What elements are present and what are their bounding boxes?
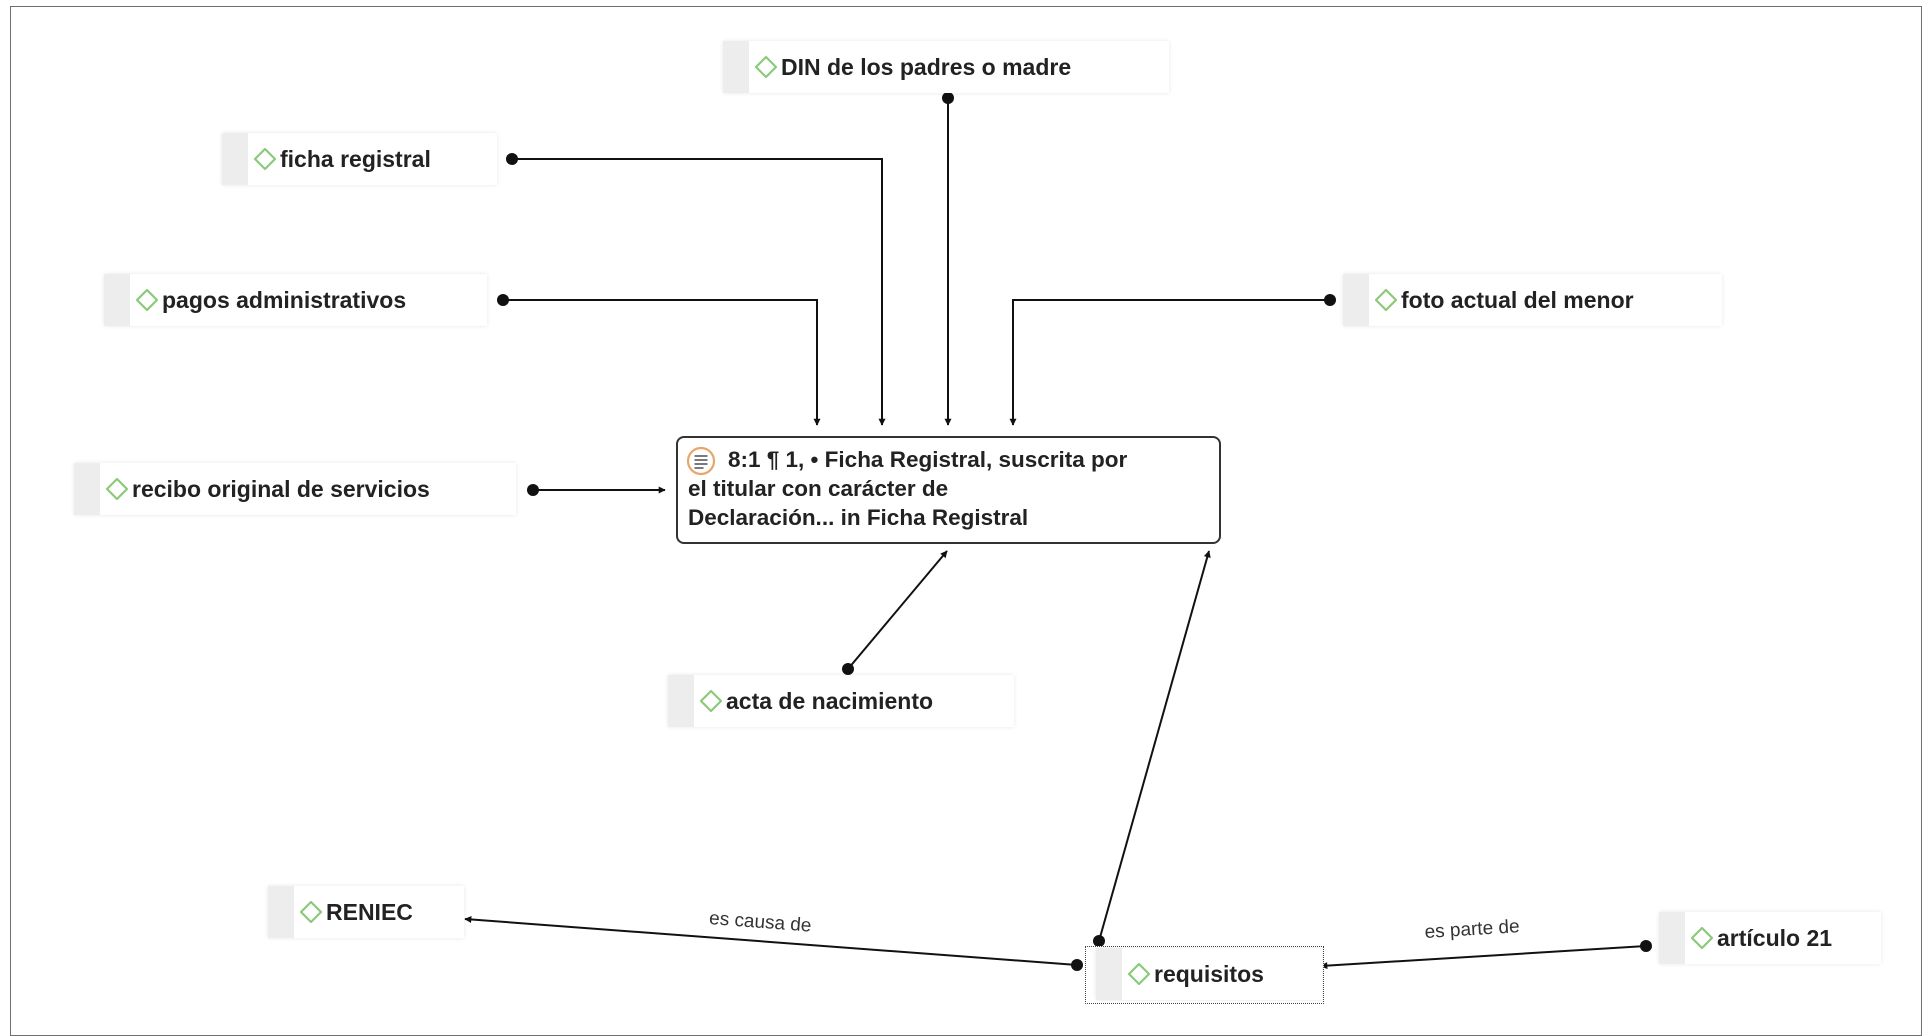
code-node-requisitos[interactable]: requisitos: [1096, 948, 1322, 1000]
diamond-icon: [135, 288, 159, 312]
diamond-icon: [754, 55, 778, 79]
code-node-recibo-original[interactable]: recibo original de servicios: [74, 463, 516, 515]
link-requisitos-quotation: [1098, 550, 1211, 942]
node-handle: [723, 41, 749, 93]
node-handle: [1343, 274, 1369, 326]
link-requisitos-reniec: [464, 915, 1078, 966]
node-handle: [1659, 912, 1685, 964]
diamond-icon: [1374, 288, 1398, 312]
code-node-ficha-registral[interactable]: ficha registral: [222, 133, 497, 185]
node-handle: [268, 886, 294, 938]
link-dot: [1324, 294, 1336, 306]
node-label: artículo 21: [1717, 924, 1833, 951]
link-dot: [497, 294, 509, 306]
diamond-icon: [699, 689, 723, 713]
code-node-pagos-administrativos[interactable]: pagos administrativos: [104, 274, 487, 326]
code-node-reniec[interactable]: RENIEC: [268, 886, 464, 938]
code-node-articulo-21[interactable]: artículo 21: [1659, 912, 1881, 964]
quotation-icon: [686, 446, 716, 476]
node-label: acta de nacimiento: [726, 687, 934, 714]
quotation-line-3: Declaración... in Ficha Registral: [688, 505, 1029, 530]
link-dot: [506, 153, 518, 165]
link-dot: [842, 663, 854, 675]
node-label: recibo original de servicios: [132, 475, 430, 502]
link-dot: [1071, 959, 1083, 971]
node-label: RENIEC: [326, 898, 413, 925]
diamond-icon: [253, 147, 277, 171]
quotation-line-2: el titular con carácter de: [688, 476, 949, 501]
node-handle: [222, 133, 248, 185]
node-handle: [1096, 948, 1122, 1000]
link-dot: [1093, 935, 1105, 947]
diamond-icon: [1690, 926, 1714, 950]
link-acta-quotation: [847, 550, 948, 670]
link-dot: [942, 92, 954, 104]
node-label: ficha registral: [280, 145, 431, 172]
diamond-icon: [1127, 962, 1151, 986]
link-pagos-quotation: [503, 299, 821, 426]
link-foto-quotation: [1009, 299, 1330, 426]
quotation-line-1: 8:1 ¶ 1, • Ficha Registral, suscrita por: [728, 447, 1128, 472]
quotation-node[interactable]: 8:1 ¶ 1, • Ficha Registral, suscrita por…: [676, 436, 1221, 544]
link-dot: [1640, 940, 1652, 952]
node-label: pagos administrativos: [162, 286, 407, 313]
link-ficha-quotation: [512, 158, 886, 426]
link-dot: [527, 484, 539, 496]
code-node-din[interactable]: DIN de los padres o madre: [723, 41, 1169, 93]
node-label: foto actual del menor: [1401, 286, 1634, 313]
node-label: DIN de los padres o madre: [781, 53, 1072, 80]
node-handle: [104, 274, 130, 326]
node-handle: [74, 463, 100, 515]
code-node-foto-actual[interactable]: foto actual del menor: [1343, 274, 1722, 326]
node-handle: [668, 675, 694, 727]
diamond-icon: [105, 477, 129, 501]
code-node-acta-nacimiento[interactable]: acta de nacimiento: [668, 675, 1014, 727]
node-label: requisitos: [1154, 960, 1264, 987]
link-articulo-requisitos: [1320, 945, 1647, 970]
diamond-icon: [299, 900, 323, 924]
